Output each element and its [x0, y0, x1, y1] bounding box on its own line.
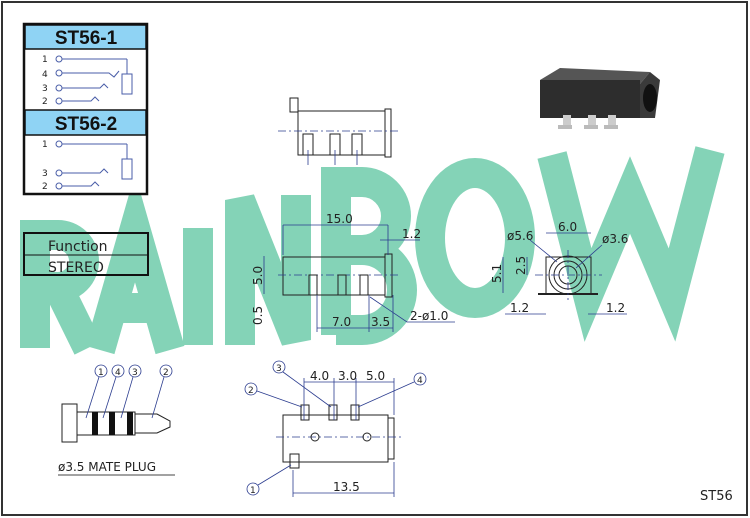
plug-callout: 3	[132, 368, 138, 378]
product-photo	[540, 68, 660, 129]
dim-length: 15.0	[326, 212, 353, 226]
pin-label: 3	[42, 169, 48, 179]
dim-front-height: 5.1	[490, 264, 504, 283]
callout-4: 4	[417, 376, 423, 386]
schematic-panel: ST56-1 ST56-2 1 4 3 2 1 3 2	[22, 22, 149, 196]
pin-label: 4	[42, 70, 48, 80]
watermark-letter-o	[415, 158, 535, 318]
dim-pitch2: 3.5	[371, 315, 390, 329]
top-view	[278, 97, 400, 165]
pin-label: 3	[42, 84, 48, 94]
watermark-letter-r	[20, 220, 102, 355]
dim-flange: 1.2	[402, 227, 421, 241]
dim-d3: 5.0	[366, 369, 385, 383]
dim-width: 6.0	[558, 220, 577, 234]
plug-callout: 4	[115, 368, 121, 378]
function-table: Function STEREO	[23, 232, 149, 276]
dim-bottom-length: 13.5	[333, 480, 360, 494]
pin-label: 2	[42, 97, 48, 107]
dim-d2: 3.0	[338, 369, 357, 383]
watermark-letter-a	[85, 173, 185, 355]
plug-callout: 1	[98, 368, 104, 378]
front-view: 6.0 ø5.6 ø3.6 5.1 2.5 1.2 1.2	[490, 220, 628, 315]
dim-left-tab: 1.2	[510, 301, 529, 315]
schematic-title-st56-1: ST56-1	[55, 28, 118, 49]
side-view: 15.0 1.2 5.0 0.5 7.0 3.5 2-ø1.0	[251, 212, 455, 332]
mate-plug-drawing: 1 4 3 2 ø3.5 MATE PLUG	[58, 364, 175, 476]
callout-3: 3	[276, 364, 282, 374]
watermark-letter-n	[225, 194, 311, 346]
pin-label: 2	[42, 182, 48, 192]
plug-caption: ø3.5 MATE PLUG	[58, 460, 156, 474]
dim-pegs: 2-ø1.0	[410, 309, 448, 323]
pin-label: 1	[42, 55, 48, 65]
dim-pitch1: 7.0	[332, 315, 351, 329]
pin-label: 1	[42, 140, 48, 150]
function-value: STEREO	[48, 260, 104, 276]
dim-right-tab: 1.2	[606, 301, 625, 315]
watermark-letter-w	[537, 146, 725, 342]
schematic-title-st56-2: ST56-2	[55, 114, 117, 135]
dim-outer-dia: ø5.6	[507, 229, 533, 243]
dim-d1: 4.0	[310, 369, 329, 383]
dim-standoff: 0.5	[251, 306, 265, 325]
dim-inner-dia: ø3.6	[602, 232, 628, 246]
function-header: Function	[48, 239, 108, 255]
plug-callout: 2	[163, 368, 169, 378]
bottom-view: 4.0 3.0 5.0 13.5 1 2 3 4	[244, 360, 427, 497]
rainbow-watermark	[20, 146, 725, 355]
callout-1: 1	[250, 486, 256, 496]
dim-height: 5.0	[251, 266, 265, 285]
dim-center: 2.5	[514, 256, 528, 275]
model-code: ST56	[700, 489, 733, 504]
callout-2: 2	[248, 386, 254, 396]
